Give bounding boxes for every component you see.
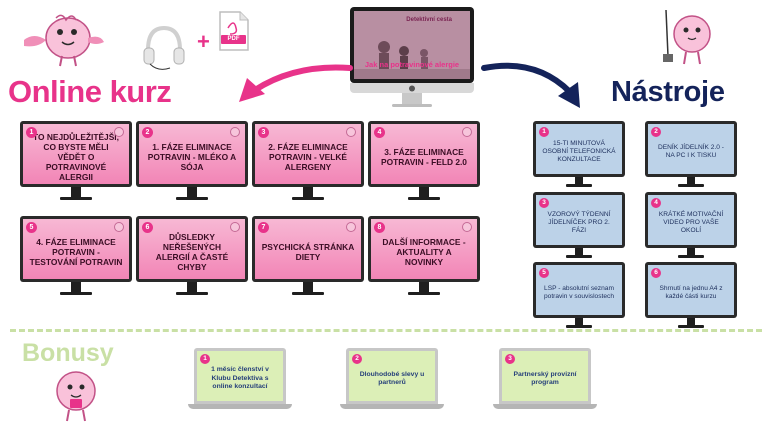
featured-title: Jak na potravinové alergie [364,60,460,69]
module-title: DŮSLEDKY NEŘEŠENÝCH ALERGIÍ A ČASTÉ CHYB… [155,232,229,272]
module-number: 7 [258,222,269,233]
mascot-icon [114,222,124,232]
apple-logo-icon [409,85,415,92]
tool-title: KRÁTKÉ MOTIVAČNÍ VIDEO PRO VAŠE OKOLÍ [658,211,724,234]
mascot-flying-illustration [24,14,104,67]
arrow-left-icon [239,64,353,102]
tool-title: Shrnutí na jednu A4 z každé části kurzu [659,285,723,300]
bonus-title: Dlouhodobé slevy u partnerů [359,370,425,387]
featured-course-screen[interactable]: Detektivní cesta Jak na potravinové aler… [350,7,474,111]
mascot-icon [346,222,356,232]
heading-bonus: Bonusy [22,339,114,367]
module-title: 3. FÁZE ELIMINACE POTRAVIN - FELD 2.0 [381,147,467,167]
bonus-number: 2 [352,354,362,364]
tool-number: 5 [539,268,549,278]
tool-title: 15-TI MINUTOVÁ OSOBNÍ TELEFONICKÁ KONZUL… [542,140,616,163]
featured-subtitle: Detektivní cesta [406,17,452,23]
bonus-number: 1 [200,354,210,364]
mascot-icon [230,127,240,137]
family-photo [354,11,470,79]
module-number: 8 [374,222,385,233]
bonus-number: 3 [505,354,515,364]
bonus-title: 1 měsíc členství v Klubu Detektiva s onl… [211,366,269,391]
mascot-icon [462,127,472,137]
arrow-right-icon [481,62,580,108]
tool-number: 1 [539,127,549,137]
module-title: DALŠÍ INFORMACE - AKTUALITY A NOVINKY [382,237,466,267]
section-divider [10,329,762,332]
module-number: 4 [374,127,385,138]
plus-icon: + [197,29,210,54]
tool-number: 4 [651,198,661,208]
module-title: 1. FÁZE ELIMINACE POTRAVIN - MLÉKO A SÓJ… [147,142,237,172]
mascot-icon [230,222,240,232]
tool-title: DENÍK JÍDELNÍK 2.0 - NA PC I K TISKU [658,144,724,159]
mascot-shovel-illustration [663,9,711,65]
pdf-label: PDF [221,35,246,44]
mascot-bonus-illustration [56,371,96,422]
module-title: 4. FÁZE ELIMINACE POTRAVIN - TESTOVÁNÍ P… [29,237,123,267]
module-number: 3 [258,127,269,138]
headphones-icon [143,25,185,70]
tool-number: 3 [539,198,549,208]
heading-tools: Nástroje [611,76,725,108]
module-number: 5 [26,222,37,233]
module-number: 6 [142,222,153,233]
pdf-file-icon: PDF [218,10,250,52]
module-number: 1 [26,127,37,138]
module-title: TO NEJDŮLEŽITĚJŠÍ, CO BYSTE MĚLI VĚDĚT O… [33,132,119,182]
module-title: PSYCHICKÁ STRÁNKA DIETY [261,242,355,262]
tool-number: 6 [651,268,661,278]
tool-title: VZOROVÝ TÝDENNÍ JÍDELNÍČEK PRO 2. FÁZI [547,211,611,234]
tool-title: LSP - absolutní seznam potravin v souvis… [543,285,614,300]
mascot-icon [462,222,472,232]
mascot-icon [114,127,124,137]
module-number: 2 [142,127,153,138]
mascot-icon [346,127,356,137]
heading-online-course: Online kurz [8,74,172,109]
tool-number: 2 [651,127,661,137]
bonus-title: Partnerský provizní program [513,370,577,387]
module-title: 2. FÁZE ELIMINACE POTRAVIN - VELKÉ ALERG… [268,142,348,172]
